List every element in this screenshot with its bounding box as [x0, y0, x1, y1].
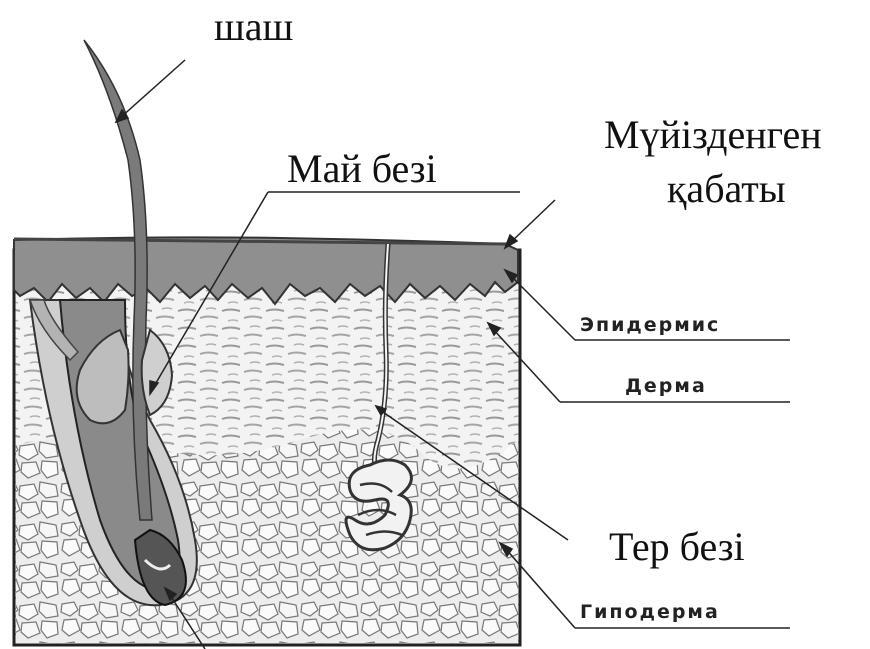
label-sebaceous-gland: Май безі: [287, 146, 437, 191]
hair-pointer: [120, 60, 185, 118]
label-hair: шаш: [214, 4, 294, 49]
label-epidermis: Эпидермис: [580, 314, 720, 336]
corneum-pointer: [510, 200, 555, 243]
label-dermis: Дерма: [625, 375, 707, 397]
label-stratum-corneum-1: Мүйізденген: [604, 112, 822, 157]
label-stratum-corneum-2: қабаты: [667, 166, 786, 211]
label-hypodermis: Гиподерма: [580, 601, 720, 623]
label-sweat-gland: Тер безі: [609, 524, 745, 569]
